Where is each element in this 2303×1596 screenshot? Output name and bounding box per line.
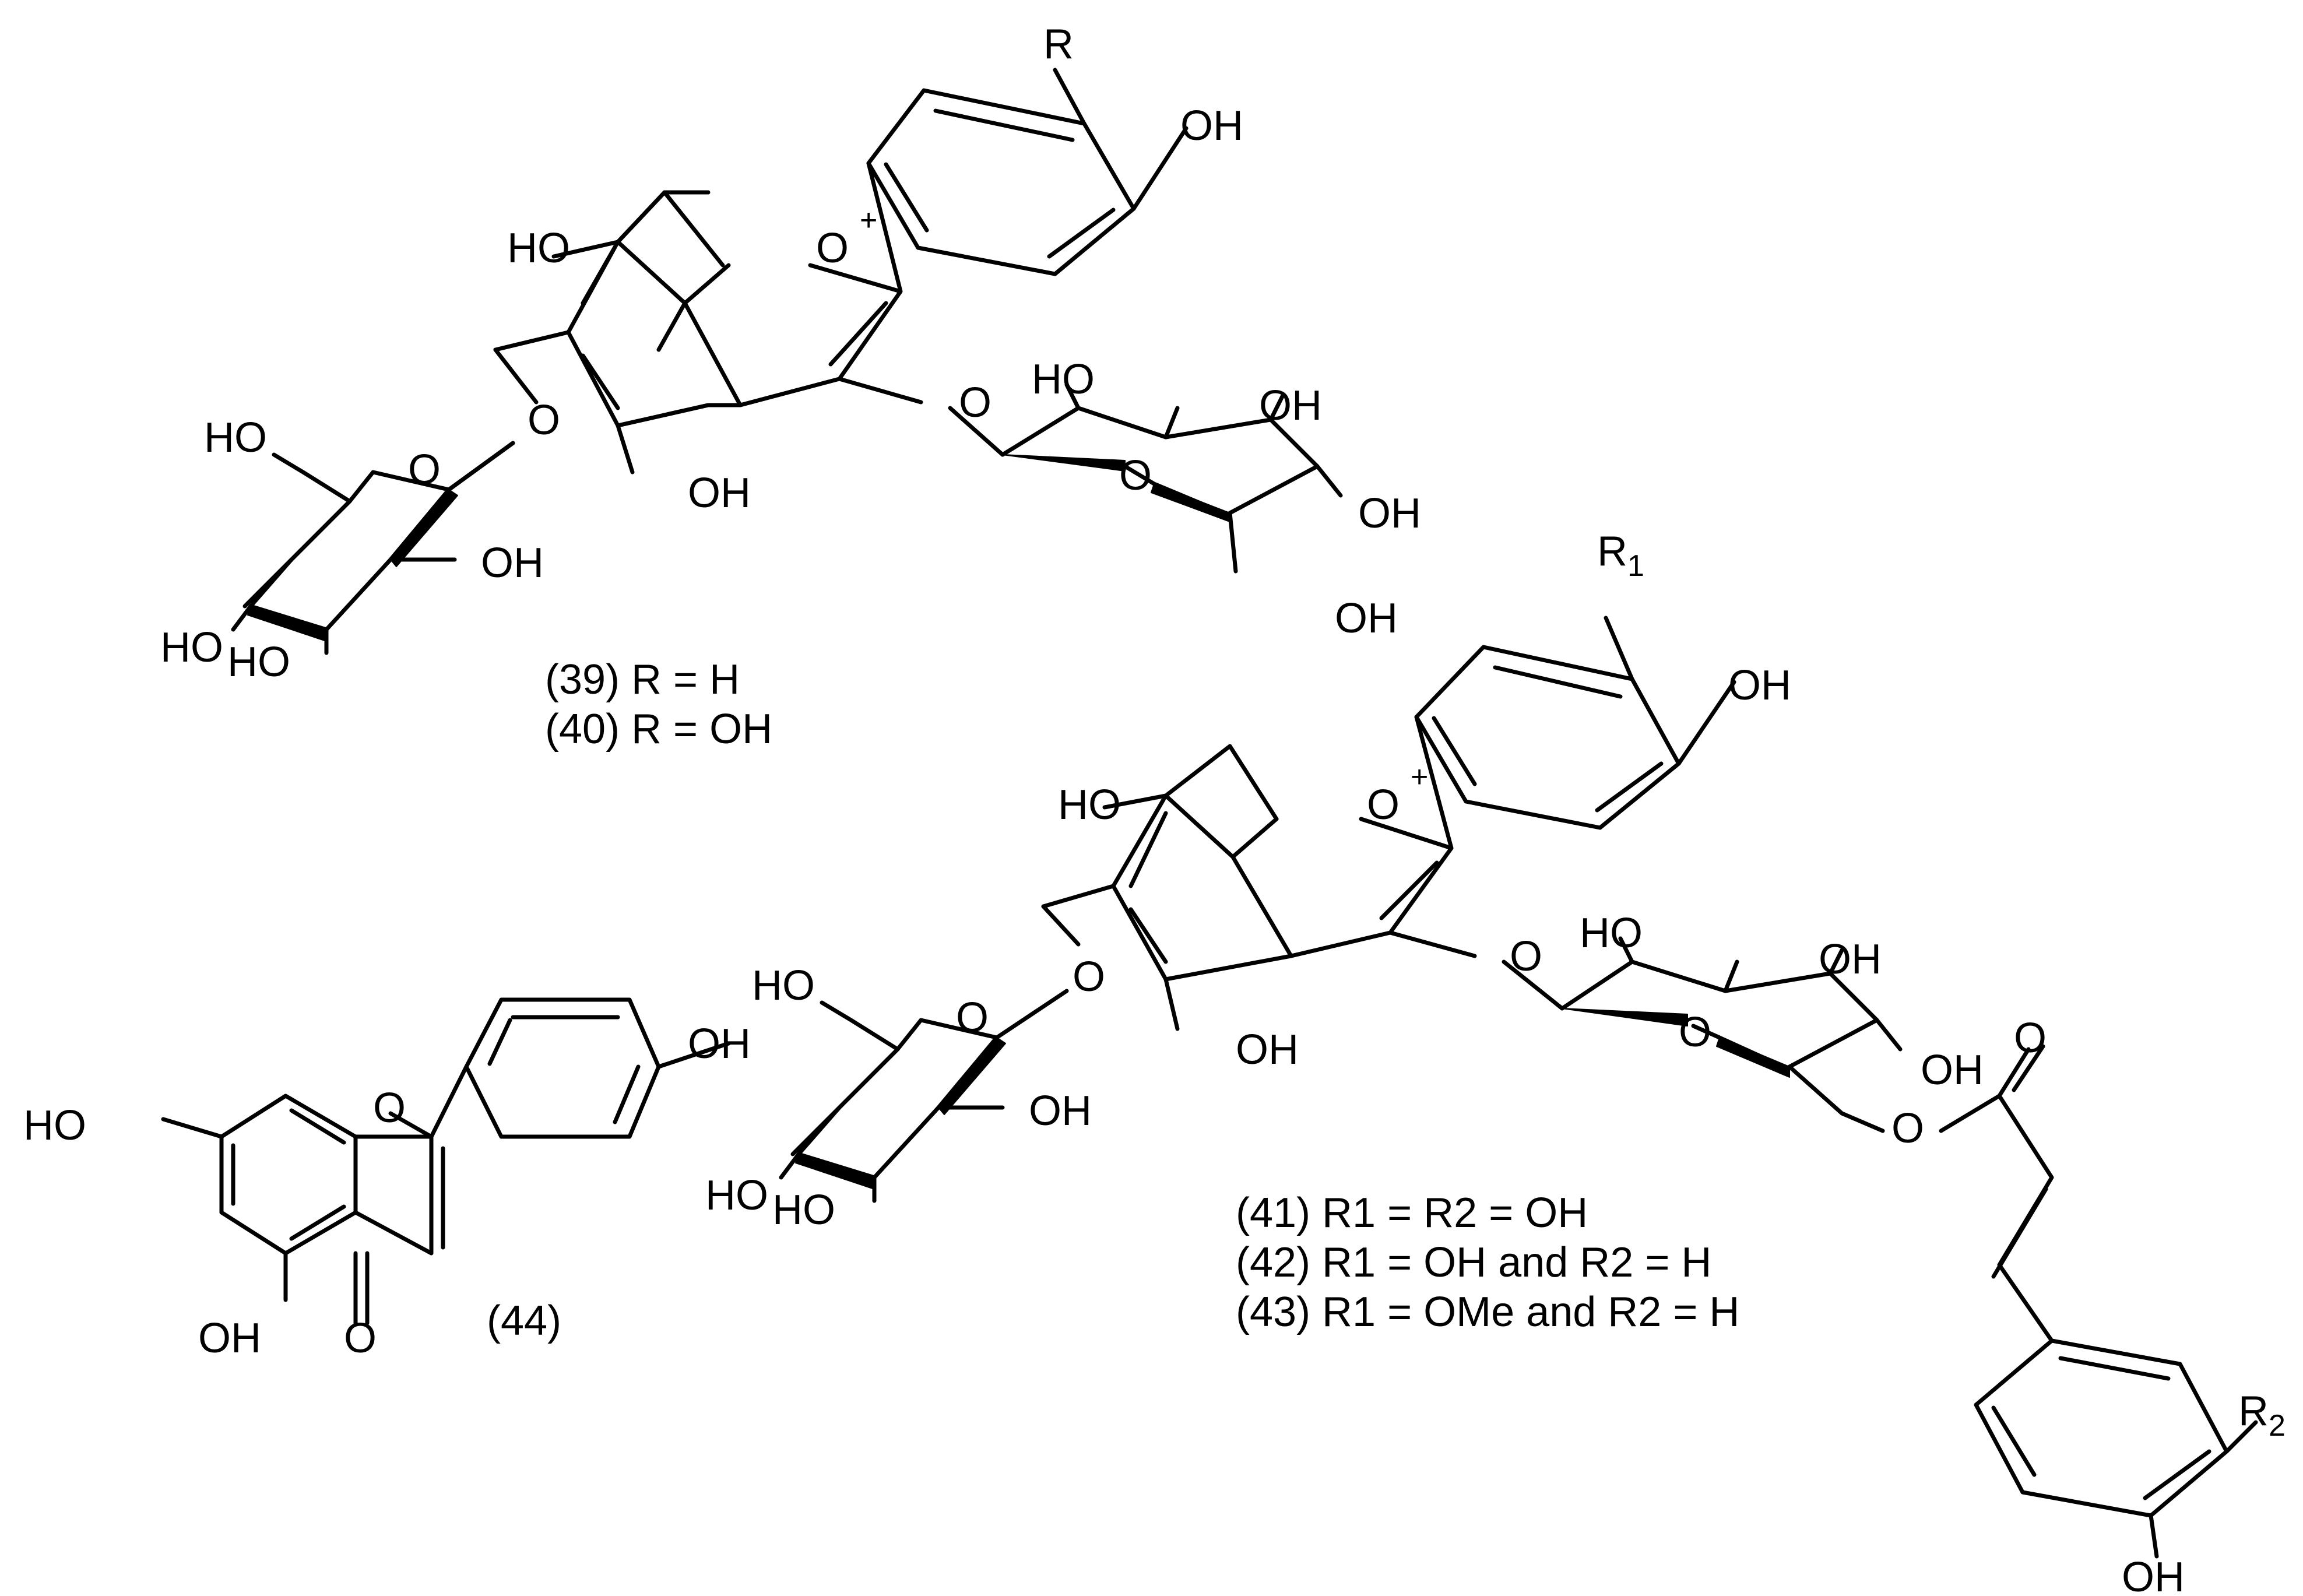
atom-oh-left-sugar-b: OH xyxy=(1029,1088,1092,1134)
molecule-41-43 xyxy=(779,616,2258,1559)
atom-ho-left-sugar-2: HO xyxy=(160,624,223,671)
caption-40: (40) R = OH xyxy=(545,706,772,753)
atom-ho-44-7: HO xyxy=(23,1102,86,1149)
caption-41: (41) R1 = R2 = OH xyxy=(1236,1190,1588,1236)
atom-ho-sugar: HO xyxy=(1032,356,1095,403)
atom-r2: R2 xyxy=(2238,1388,2286,1443)
atom-o-ring-sugar: O xyxy=(1119,452,1152,499)
atom-oh-5: OH xyxy=(688,470,751,516)
atom-oh-left-sugar: OH xyxy=(481,540,544,586)
atom-oh-sugar-b1: OH xyxy=(1819,936,1882,983)
atom-oh-b-ring-2: OH xyxy=(1728,662,1791,709)
atom-o-ring-left-sugar: O xyxy=(408,447,441,493)
atom-ho-left-sugar-b2: HO xyxy=(705,1172,768,1219)
atom-o-ring-sugar-b: O xyxy=(1679,1009,1711,1056)
atom-oh-44-5: OH xyxy=(198,1315,261,1362)
atom-oh-sugar-2: OH xyxy=(1358,490,1421,537)
atom-oh-44-b: OH xyxy=(688,1021,751,1067)
atom-ho-left-sugar-3: HO xyxy=(227,639,290,685)
atom-oh-sugar-3: OH xyxy=(1335,595,1398,642)
atom-o-44-ring: O xyxy=(373,1085,406,1131)
atom-o-carbonyl: O xyxy=(2014,1015,2047,1061)
atom-o-ring-left-sugar-b: O xyxy=(956,994,989,1041)
charge-plus: + xyxy=(860,203,877,237)
atom-labels: R OH O + HO OH O HO OH O OH OH O HO O OH… xyxy=(23,21,2286,1596)
atom-o-plus-2: O xyxy=(1367,782,1400,828)
caption-43: (43) R1 = OMe and R2 = H xyxy=(1236,1289,1739,1335)
atom-oh-caffeoyl: OH xyxy=(2122,1554,2185,1596)
caption-42: (42) R1 = OH and R2 = H xyxy=(1236,1239,1711,1286)
atom-o-plus: O xyxy=(816,225,849,272)
atom-ho-7: HO xyxy=(507,225,570,272)
caption-39: (39) R = H xyxy=(545,656,740,703)
atom-o-glycosidic-3b: O xyxy=(1510,933,1542,980)
atom-ho-7b: HO xyxy=(1058,782,1121,828)
atom-o-ester: O xyxy=(1891,1105,1924,1152)
captions: (39) R = H (40) R = OH (41) R1 = R2 = OH… xyxy=(487,656,1739,1344)
atom-o-glycosidic-3: O xyxy=(959,379,991,426)
atom-oh-sugar-1: OH xyxy=(1259,382,1322,429)
atom-ho-left-sugar: HO xyxy=(204,414,267,461)
atom-r: R xyxy=(1043,21,1074,68)
caption-44: (44) xyxy=(487,1298,561,1344)
atom-oh-5b: OH xyxy=(1236,1026,1299,1073)
atom-ho-left-sugar-b: HO xyxy=(752,962,815,1009)
molecule-44 xyxy=(161,997,731,1326)
atom-ho-left-sugar-b3: HO xyxy=(772,1187,835,1233)
atom-r1: R1 xyxy=(1597,528,1644,583)
charge-plus-2: + xyxy=(1411,760,1428,794)
atom-oh-b-ring: OH xyxy=(1180,103,1243,149)
atom-o-44-carbonyl: O xyxy=(344,1315,377,1362)
atom-ho-sugar-b: HO xyxy=(1580,910,1643,957)
atom-o-glycosidic-6b: O xyxy=(1073,954,1105,1000)
atom-o-glycosidic-6: O xyxy=(528,397,560,444)
molecule-39-40 xyxy=(231,68,1343,655)
atom-oh-sugar-b2: OH xyxy=(1921,1047,1984,1094)
